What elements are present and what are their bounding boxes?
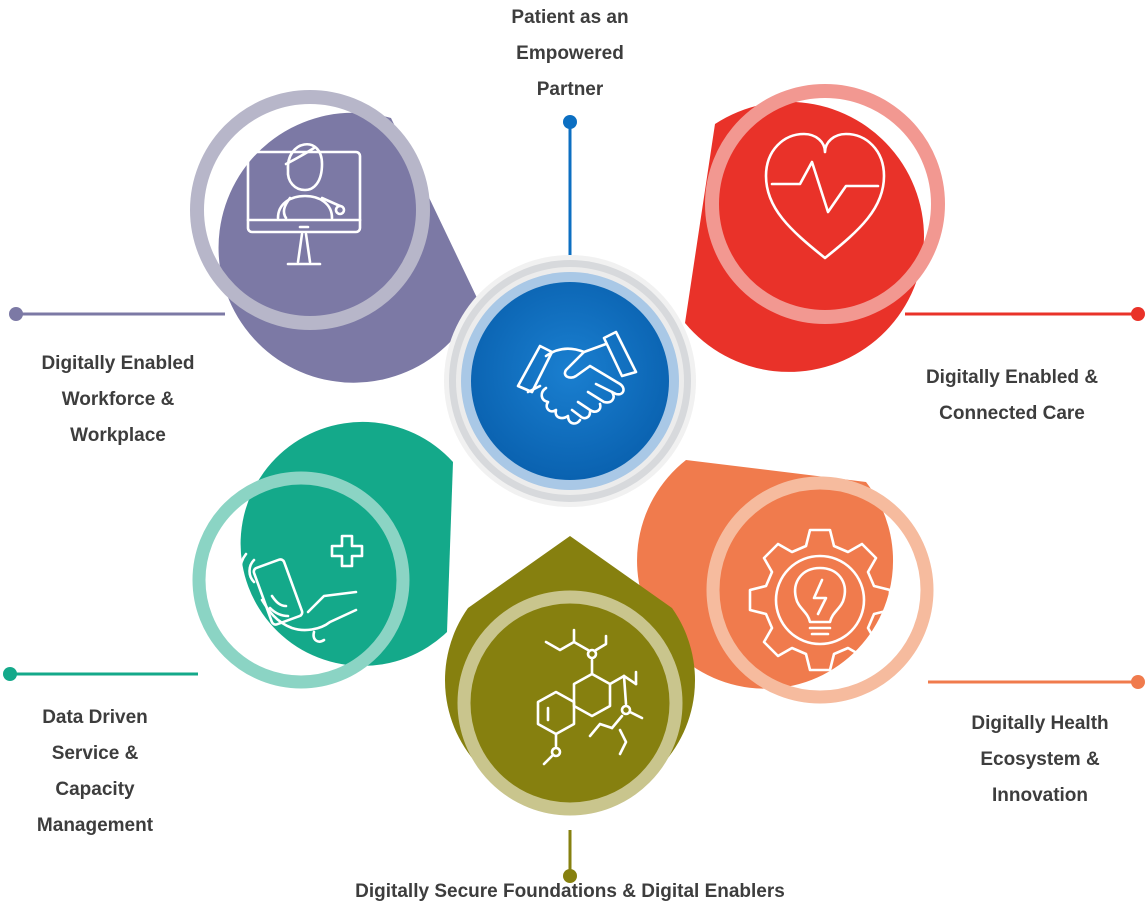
doctor-monitor-icon [246, 143, 362, 266]
molecule-icon [536, 628, 644, 766]
node-data [192, 421, 453, 689]
connector-ecosystem [928, 675, 1145, 689]
label-data-driven: Data Driven Service & Capacity Managemen… [36, 707, 154, 836]
node-foundations [445, 536, 695, 816]
connector-workforce [9, 307, 225, 321]
connector-data [3, 667, 198, 681]
label-patient-partner: Patient as an Empowered Partner [511, 7, 629, 100]
node-ecosystem [637, 460, 934, 704]
connector-top [563, 115, 577, 262]
center-hub [444, 255, 696, 507]
node-care [685, 84, 945, 372]
label-foundations: Digitally Secure Foundations & Digital E… [355, 881, 785, 902]
label-ecosystem: Digitally Health Ecosystem & Innovation [971, 713, 1109, 806]
phone-medical-icon [238, 534, 364, 643]
label-connected-care: Digitally Enabled & Connected Care [925, 367, 1099, 424]
handshake-icon [516, 330, 638, 425]
node-workforce [190, 90, 478, 383]
connector-foundations [563, 830, 577, 883]
heart-pulse-icon [764, 132, 886, 260]
label-workforce: Digitally Enabled Workforce & Workplace [41, 353, 195, 446]
gear-bulb-icon [748, 528, 892, 672]
connector-care [905, 307, 1145, 321]
